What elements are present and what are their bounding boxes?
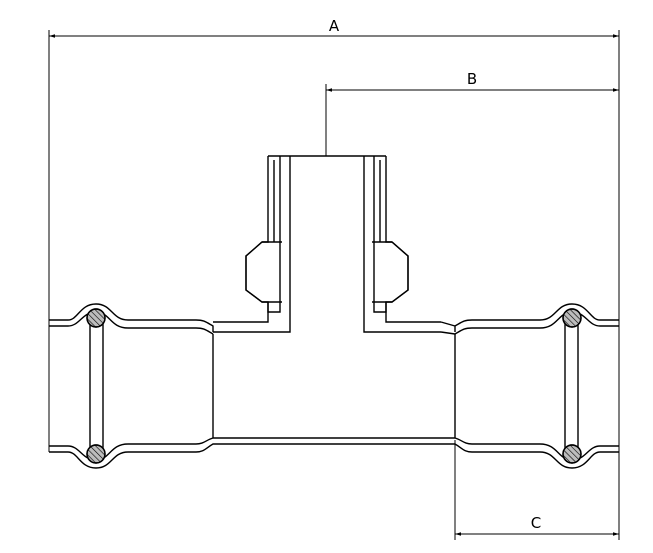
o-ring-left [86,308,106,464]
run-body [49,303,619,469]
dimension-label-b: B [467,70,477,88]
dimension-b: B [325,70,619,156]
dimension-label-a: A [329,17,340,35]
dimension-c: C [454,440,619,540]
dimension-a: A [48,17,620,540]
o-ring-right [562,308,582,464]
dimension-label-c: C [531,514,541,532]
branch-outlet [213,155,441,333]
